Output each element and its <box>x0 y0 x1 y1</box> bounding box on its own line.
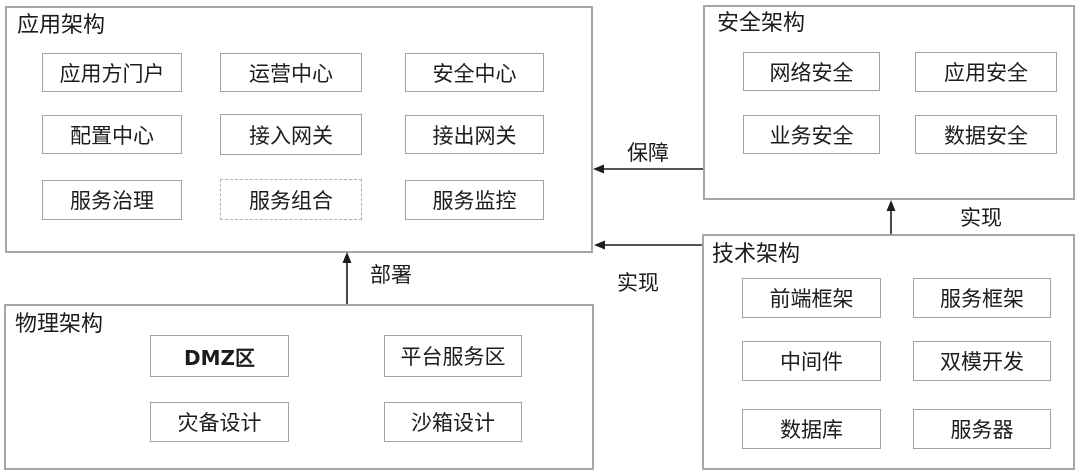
panel-title-security-architecture: 安全架构 <box>717 11 806 36</box>
deploy-arrow <box>342 252 352 304</box>
implement-arrow-horizontal <box>594 240 702 250</box>
node-application-security: 应用安全 <box>915 52 1057 92</box>
node-operation-center: 运营中心 <box>220 53 362 92</box>
node-dmz-zone: DMZ区 <box>150 335 289 377</box>
node-security-center: 安全中心 <box>405 53 544 92</box>
node-service-governance: 服务治理 <box>42 180 182 220</box>
implement-vertical-arrow-label: 实现 <box>960 206 1002 230</box>
node-disaster-recovery-design: 灾备设计 <box>150 402 289 442</box>
implement-arrow-vertical <box>886 200 896 234</box>
node-middleware: 中间件 <box>742 341 881 381</box>
panel-title-technical-architecture: 技术架构 <box>712 242 801 267</box>
node-app-portal: 应用方门户 <box>42 53 182 92</box>
node-server: 服务器 <box>913 409 1051 449</box>
node-outbound-gateway: 接出网关 <box>405 115 544 154</box>
node-service-composition: 服务组合 <box>220 179 362 220</box>
implement-horizontal-arrow-label: 实现 <box>617 271 659 295</box>
panel-security-architecture: 安全架构 网络安全 应用安全 业务安全 数据安全 <box>703 5 1075 200</box>
node-service-framework: 服务框架 <box>913 278 1051 318</box>
node-inbound-gateway: 接入网关 <box>220 114 362 155</box>
panel-application-architecture: 应用架构 应用方门户 运营中心 安全中心 配置中心 接入网关 接出网关 服务治理… <box>5 6 593 253</box>
node-network-security: 网络安全 <box>743 52 880 91</box>
node-data-security: 数据安全 <box>915 115 1057 154</box>
node-config-center: 配置中心 <box>42 115 182 154</box>
node-database: 数据库 <box>742 409 881 449</box>
node-frontend-framework: 前端框架 <box>742 278 881 318</box>
guarantee-arrow-label: 保障 <box>627 141 669 165</box>
node-platform-service-zone: 平台服务区 <box>384 335 522 377</box>
node-sandbox-design: 沙箱设计 <box>384 402 522 442</box>
node-dual-mode-development: 双模开发 <box>913 341 1051 381</box>
panel-title-application-architecture: 应用架构 <box>17 13 106 38</box>
node-business-security: 业务安全 <box>743 115 880 154</box>
deploy-arrow-label: 部署 <box>370 263 412 287</box>
panel-technical-architecture: 技术架构 前端框架 服务框架 中间件 双模开发 数据库 服务器 <box>702 234 1075 470</box>
panel-physical-architecture: 物理架构 DMZ区 平台服务区 灾备设计 沙箱设计 <box>4 304 594 470</box>
node-service-monitoring: 服务监控 <box>405 180 544 220</box>
panel-title-physical-architecture: 物理架构 <box>15 312 104 337</box>
